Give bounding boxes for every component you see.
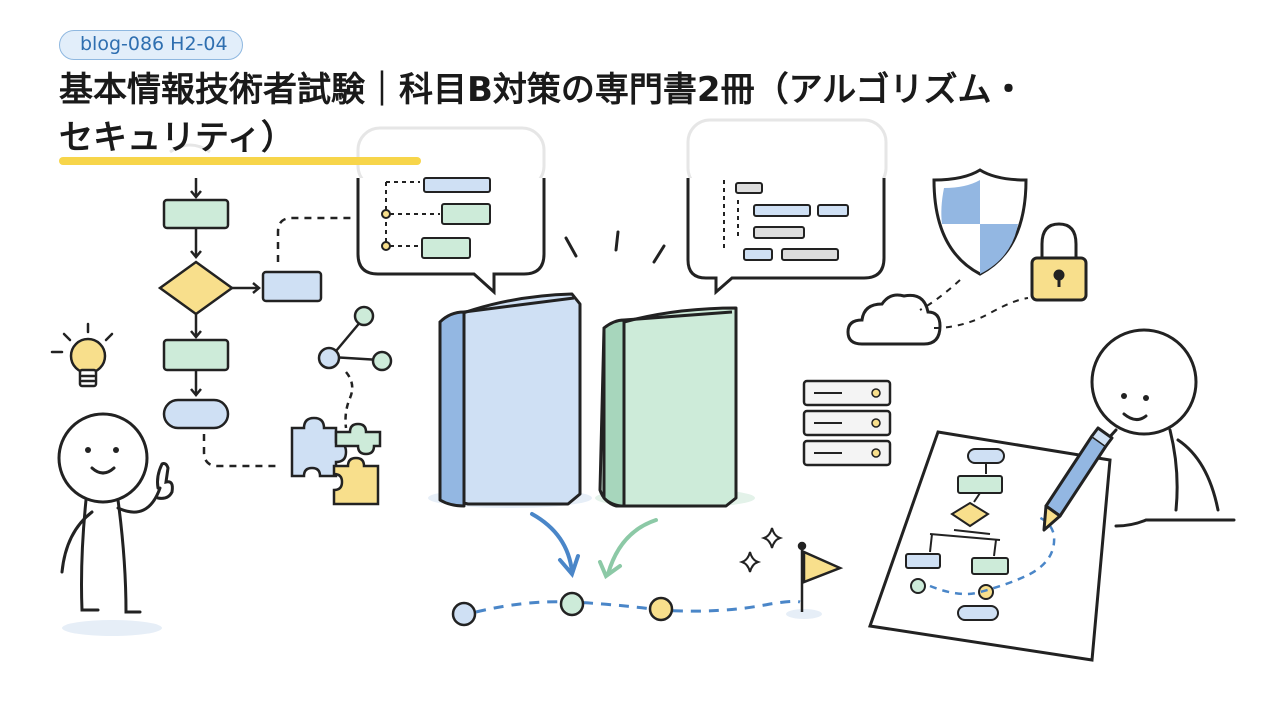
arrow-green-head (598, 560, 622, 580)
lightbulb-icon (50, 322, 114, 388)
path-node (559, 591, 585, 617)
book-green (595, 306, 755, 508)
puzzle-pieces (290, 416, 382, 506)
arrow-blue-head (558, 554, 580, 578)
paper-flowchart (867, 430, 1112, 662)
progress-path (475, 599, 801, 614)
book-blue (428, 292, 592, 508)
pencil-icon (1042, 426, 1114, 532)
lock-icon (1030, 222, 1088, 302)
node-graph (317, 305, 393, 429)
path-node (648, 596, 674, 622)
arrow-green (606, 518, 658, 576)
sparkle-icons (738, 527, 784, 573)
emphasis-lines (564, 230, 666, 264)
title-line-2: セキュリティ） (59, 118, 295, 158)
page-title: 基本情報技術者試験｜科目B対策の専門書2冊（アルゴリズム・ セキュリティ） (59, 66, 1159, 162)
title-line-1: 基本情報技術者試験｜科目B対策の専門書2冊（アルゴリズム・ (59, 70, 1026, 110)
stick-figure-left (57, 412, 174, 636)
shield-icon (932, 168, 1028, 276)
title-underline (59, 157, 421, 165)
cloud-icon (846, 279, 1029, 346)
goal-flag-icon (786, 541, 844, 619)
post-tag-badge: blog-086 H2-04 (59, 30, 243, 60)
flowchart-left (157, 178, 352, 468)
server-rack-icon (802, 379, 892, 467)
path-node (451, 601, 477, 627)
arrow-blue (530, 512, 574, 574)
speech-bubble-left (356, 177, 546, 296)
speech-bubble-right (686, 178, 886, 296)
